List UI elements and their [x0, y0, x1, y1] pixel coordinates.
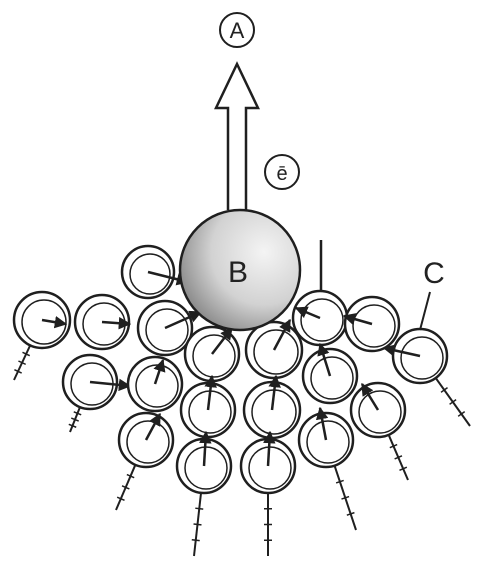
small-circle [128, 357, 182, 411]
label-a-text: A [230, 18, 245, 43]
label-c-text: C [423, 257, 445, 290]
ball-b: B [180, 210, 300, 330]
small-circle [181, 376, 235, 437]
small-circle [177, 432, 231, 556]
small-circle [344, 297, 399, 351]
small-circle [244, 376, 300, 438]
label-c-group: C [420, 257, 445, 330]
small-circle [351, 383, 408, 480]
small-circle [299, 408, 356, 530]
small-circle [241, 432, 295, 556]
label-a-group: A [220, 13, 254, 47]
arrow-label-text: ē [276, 163, 287, 185]
small-circle [75, 295, 130, 349]
small-circle [14, 292, 70, 380]
small-circle [293, 291, 347, 345]
arrow-label-group: ē [265, 155, 299, 189]
small-circle [303, 344, 357, 403]
small-circle [116, 413, 173, 510]
small-circle [185, 327, 239, 381]
small-circle [122, 246, 188, 298]
label-c-pointer [420, 292, 430, 330]
small-circle [63, 355, 130, 432]
upward-arrow [216, 64, 258, 210]
ball-b-label: B [228, 256, 248, 289]
